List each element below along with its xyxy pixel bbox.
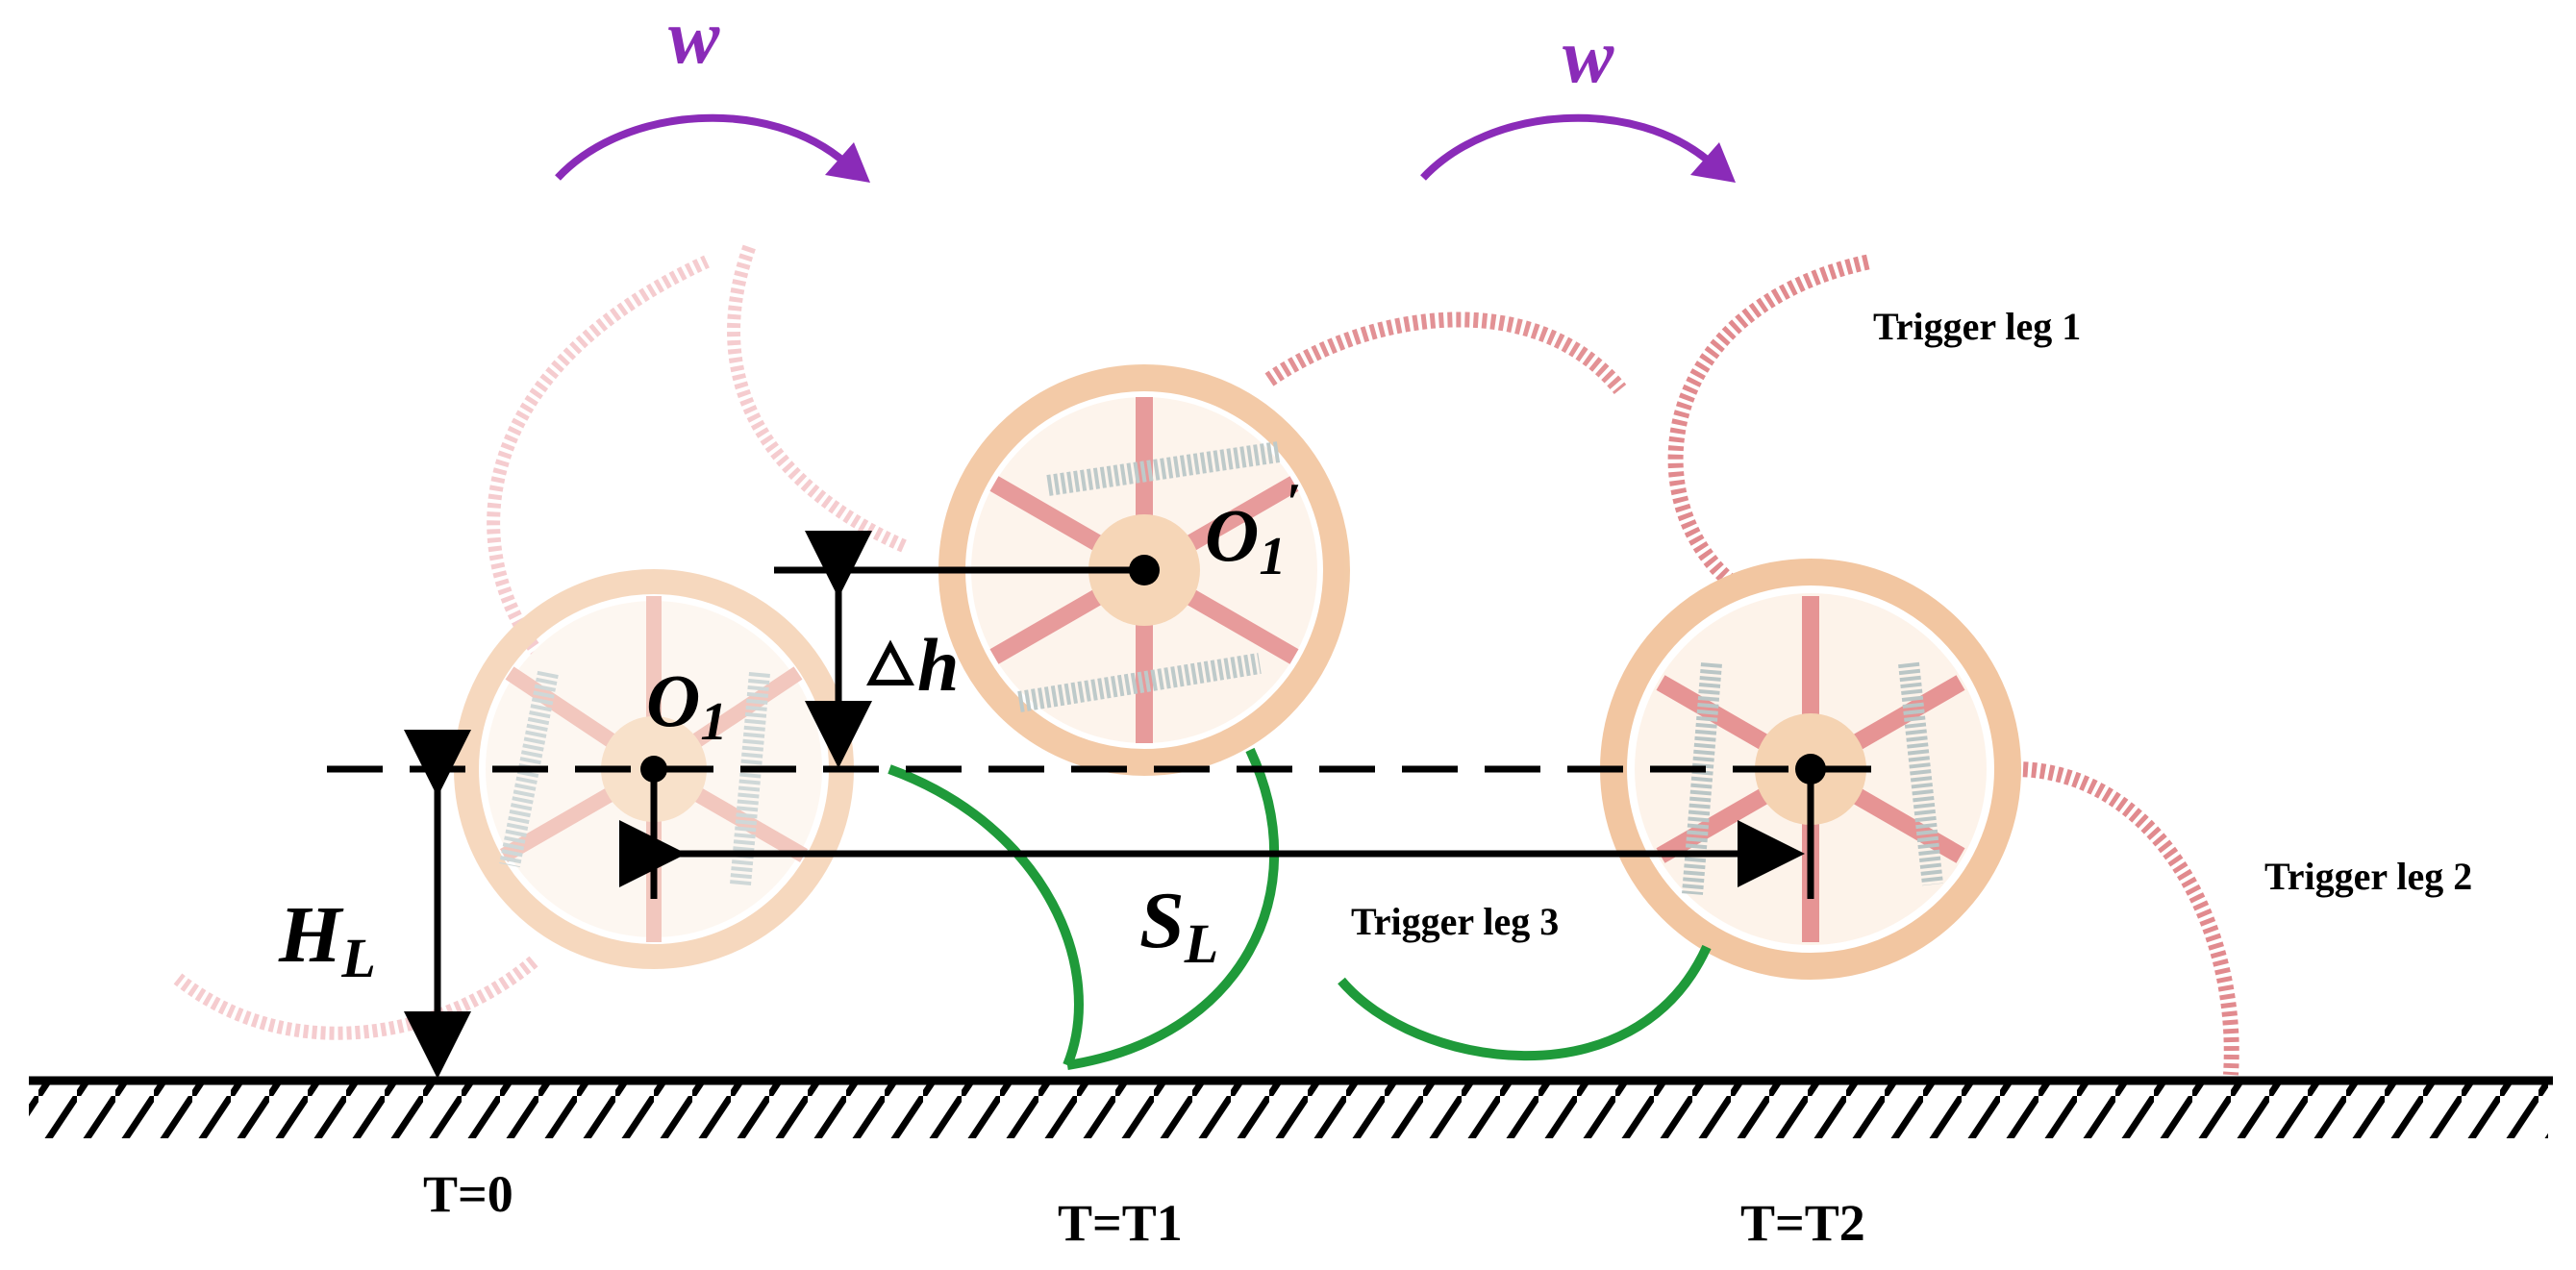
leg-arc-lower-left-t0 — [173, 956, 538, 1040]
height-label-sub: L — [340, 927, 375, 989]
curved-arrow-clockwise-icon — [1420, 113, 1714, 181]
delta-triangle-icon — [866, 639, 914, 685]
center-label-o1: O1 — [646, 659, 727, 752]
time-label-0: T=0 — [423, 1165, 513, 1223]
contact-leg-t1 — [888, 764, 1084, 1067]
time-label-1: T=T1 — [1058, 1194, 1183, 1252]
height-label-main: H — [278, 890, 344, 980]
trigger-leg-3-arc — [1338, 944, 1712, 1061]
trigger-leg-2-label: Trigger leg 2 — [2264, 855, 2472, 898]
time-label-2: T=T2 — [1740, 1194, 1865, 1252]
arrowhead-icon — [1690, 142, 1736, 183]
trigger-leg-1-label: Trigger leg 1 — [1873, 305, 2081, 348]
springs-t2 — [1682, 661, 1943, 895]
center-point-o1 — [640, 756, 667, 783]
rotation-arrow-2 — [1420, 113, 1736, 183]
rotation-arrow-1 — [555, 113, 870, 183]
ground — [29, 1076, 2553, 1138]
leg-arc-upper-left-t0 — [727, 242, 907, 553]
center-point-o1-prime — [1129, 555, 1160, 585]
trigger-leg-1-arc — [1667, 254, 1872, 588]
delta-h-label: h — [866, 623, 959, 707]
center-label-o1-main: O — [646, 659, 700, 742]
curved-arrow-clockwise-icon — [555, 113, 849, 181]
center-label-o1-prime-mark: ′ — [1286, 473, 1301, 533]
height-label: HL — [278, 890, 376, 989]
rotation-label-1: w — [668, 0, 720, 80]
center-label-o1-prime: O1′ — [1205, 473, 1301, 586]
stride-label: SL — [1139, 876, 1218, 975]
center-label-o1-prime-sub: 1 — [1259, 527, 1286, 586]
leg-arc-upper-t0 — [487, 255, 710, 659]
center-label-o1-prime-main: O — [1205, 493, 1259, 577]
trigger-leg-2-arc — [2013, 761, 2239, 1076]
stride-label-main: S — [1139, 876, 1185, 965]
ground-hatching — [29, 1081, 2548, 1138]
contact-leg-t1-outer — [1066, 747, 1280, 1070]
rotation-label-2: w — [1563, 14, 1614, 99]
wheel-t1 — [938, 311, 1627, 776]
leg-arc-right-t1 — [1264, 311, 1627, 395]
center-label-o1-sub: 1 — [700, 692, 727, 752]
arrowhead-icon — [825, 142, 870, 183]
springs-t1 — [1017, 441, 1281, 712]
center-point-t2 — [1795, 754, 1826, 784]
trigger-leg-3-label: Trigger leg 3 — [1351, 900, 1559, 943]
delta-h-label-text: h — [917, 623, 959, 707]
stride-label-sub: L — [1184, 912, 1218, 975]
